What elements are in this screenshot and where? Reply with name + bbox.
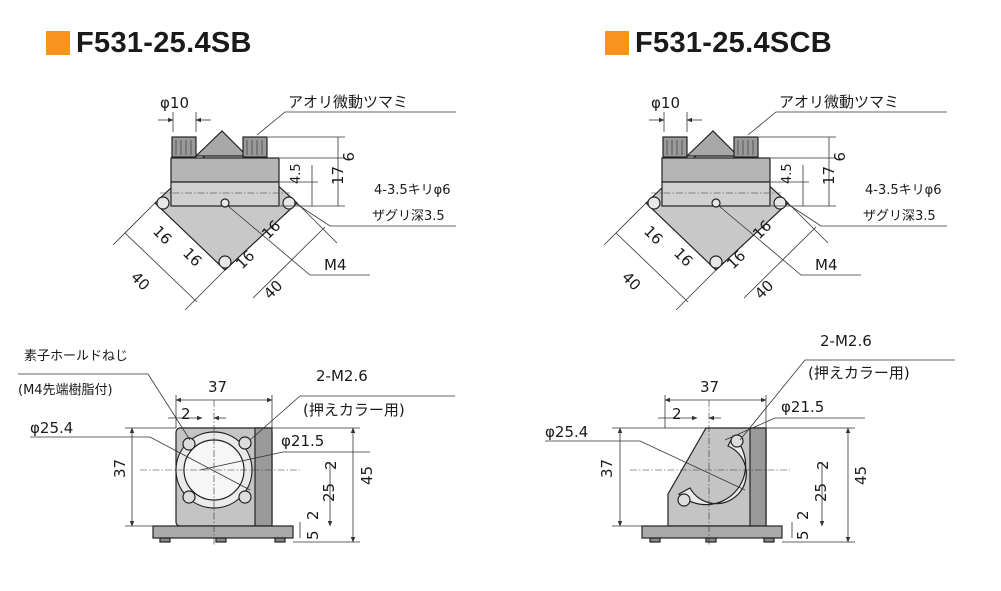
d25-label: 25	[812, 483, 830, 502]
d2a-label: 2	[181, 405, 191, 423]
d2c-label: 2	[794, 510, 812, 520]
knob-label: アオリ微動ツマミ	[288, 93, 408, 111]
d4_5-label: 4.5	[780, 163, 795, 184]
d5-label: 5	[304, 530, 322, 540]
d25-label: 25	[320, 483, 338, 502]
dia25_4-label: φ25.4	[30, 419, 73, 437]
d40a-label: 40	[127, 268, 153, 294]
d9-label: 9	[339, 152, 357, 162]
hole-label-1: 4-3.5キリφ6	[865, 183, 941, 198]
d16a-label: 16	[640, 222, 666, 248]
screw-label-2: (M4先端樹脂付)	[18, 383, 113, 398]
d37h-label: 37	[598, 459, 616, 478]
d2b-label: 2	[322, 460, 340, 470]
base	[152, 525, 294, 539]
mount-body	[170, 157, 280, 183]
title-marker-icon	[46, 31, 70, 55]
right-title-text: F531-25.4SCB	[635, 26, 833, 59]
d16a-label: 16	[149, 222, 175, 248]
hole-label-1: 4-3.5キリφ6	[374, 183, 450, 198]
d4_5-label: 4.5	[289, 163, 304, 184]
d37h-label: 37	[111, 459, 129, 478]
hole-label-2: ザグリ深3.5	[863, 209, 936, 224]
title-marker-icon	[605, 31, 629, 55]
m26-label-2: (押えカラー用)	[303, 401, 405, 419]
d40b-label: 40	[260, 277, 286, 303]
left-front-view: 素子ホールドねじ (M4先端樹脂付) 37 2-M2.6 (押えカラー用) 2 …	[18, 349, 455, 545]
m26-label-1: 2-M2.6	[316, 367, 368, 385]
holder-top	[194, 130, 249, 157]
m4-label: M4	[815, 256, 838, 274]
knob-right	[242, 136, 268, 158]
right-title: F531-25.4SCB	[605, 26, 832, 60]
d2c-label: 2	[304, 510, 322, 520]
right-top-view: φ10 アオリ微動ツマミ 9 4.5 17 4-3.5キリφ6 ザグリ深3.5 …	[603, 93, 947, 311]
right-front-view: 2-M2.6 (押えカラー用) 37 2 φ21.5 φ25.4 37 45 2…	[545, 332, 955, 545]
dia21_5-label: φ21.5	[781, 398, 824, 416]
d37w-label: 37	[208, 378, 227, 396]
dia25_4-label: φ25.4	[545, 423, 588, 441]
d45-label: 45	[852, 466, 870, 485]
d40a-label: 40	[618, 268, 644, 294]
knob-label: アオリ微動ツマミ	[779, 93, 899, 111]
m4-label: M4	[324, 256, 347, 274]
d37w-label: 37	[700, 378, 719, 396]
left-title: F531-25.4SB	[46, 26, 252, 60]
d17-label: 17	[820, 166, 838, 185]
hole-label-2: ザグリ深3.5	[372, 209, 445, 224]
d17-label: 17	[329, 166, 347, 185]
d2b-label: 2	[814, 460, 832, 470]
dia21_5-label: φ21.5	[281, 432, 324, 450]
left-title-text: F531-25.4SB	[76, 26, 252, 59]
dia10-label: φ10	[651, 94, 680, 112]
d5-label: 5	[794, 530, 812, 540]
d9-label: 9	[830, 152, 848, 162]
d40b-label: 40	[751, 277, 777, 303]
d2a-label: 2	[672, 405, 682, 423]
screw-label-1: 素子ホールドねじ	[24, 349, 128, 364]
left-top-view: φ10 アオリ微動ツマミ 9 4.5 17 4-3.5キリφ6 ザグリ深3.5 …	[112, 93, 456, 311]
dia10-label: φ10	[160, 94, 189, 112]
knob-left	[171, 136, 197, 158]
m26-label-2: (押えカラー用)	[808, 364, 910, 382]
m26-label-1: 2-M2.6	[820, 332, 872, 350]
holder-side	[254, 427, 273, 527]
d45-label: 45	[358, 466, 376, 485]
